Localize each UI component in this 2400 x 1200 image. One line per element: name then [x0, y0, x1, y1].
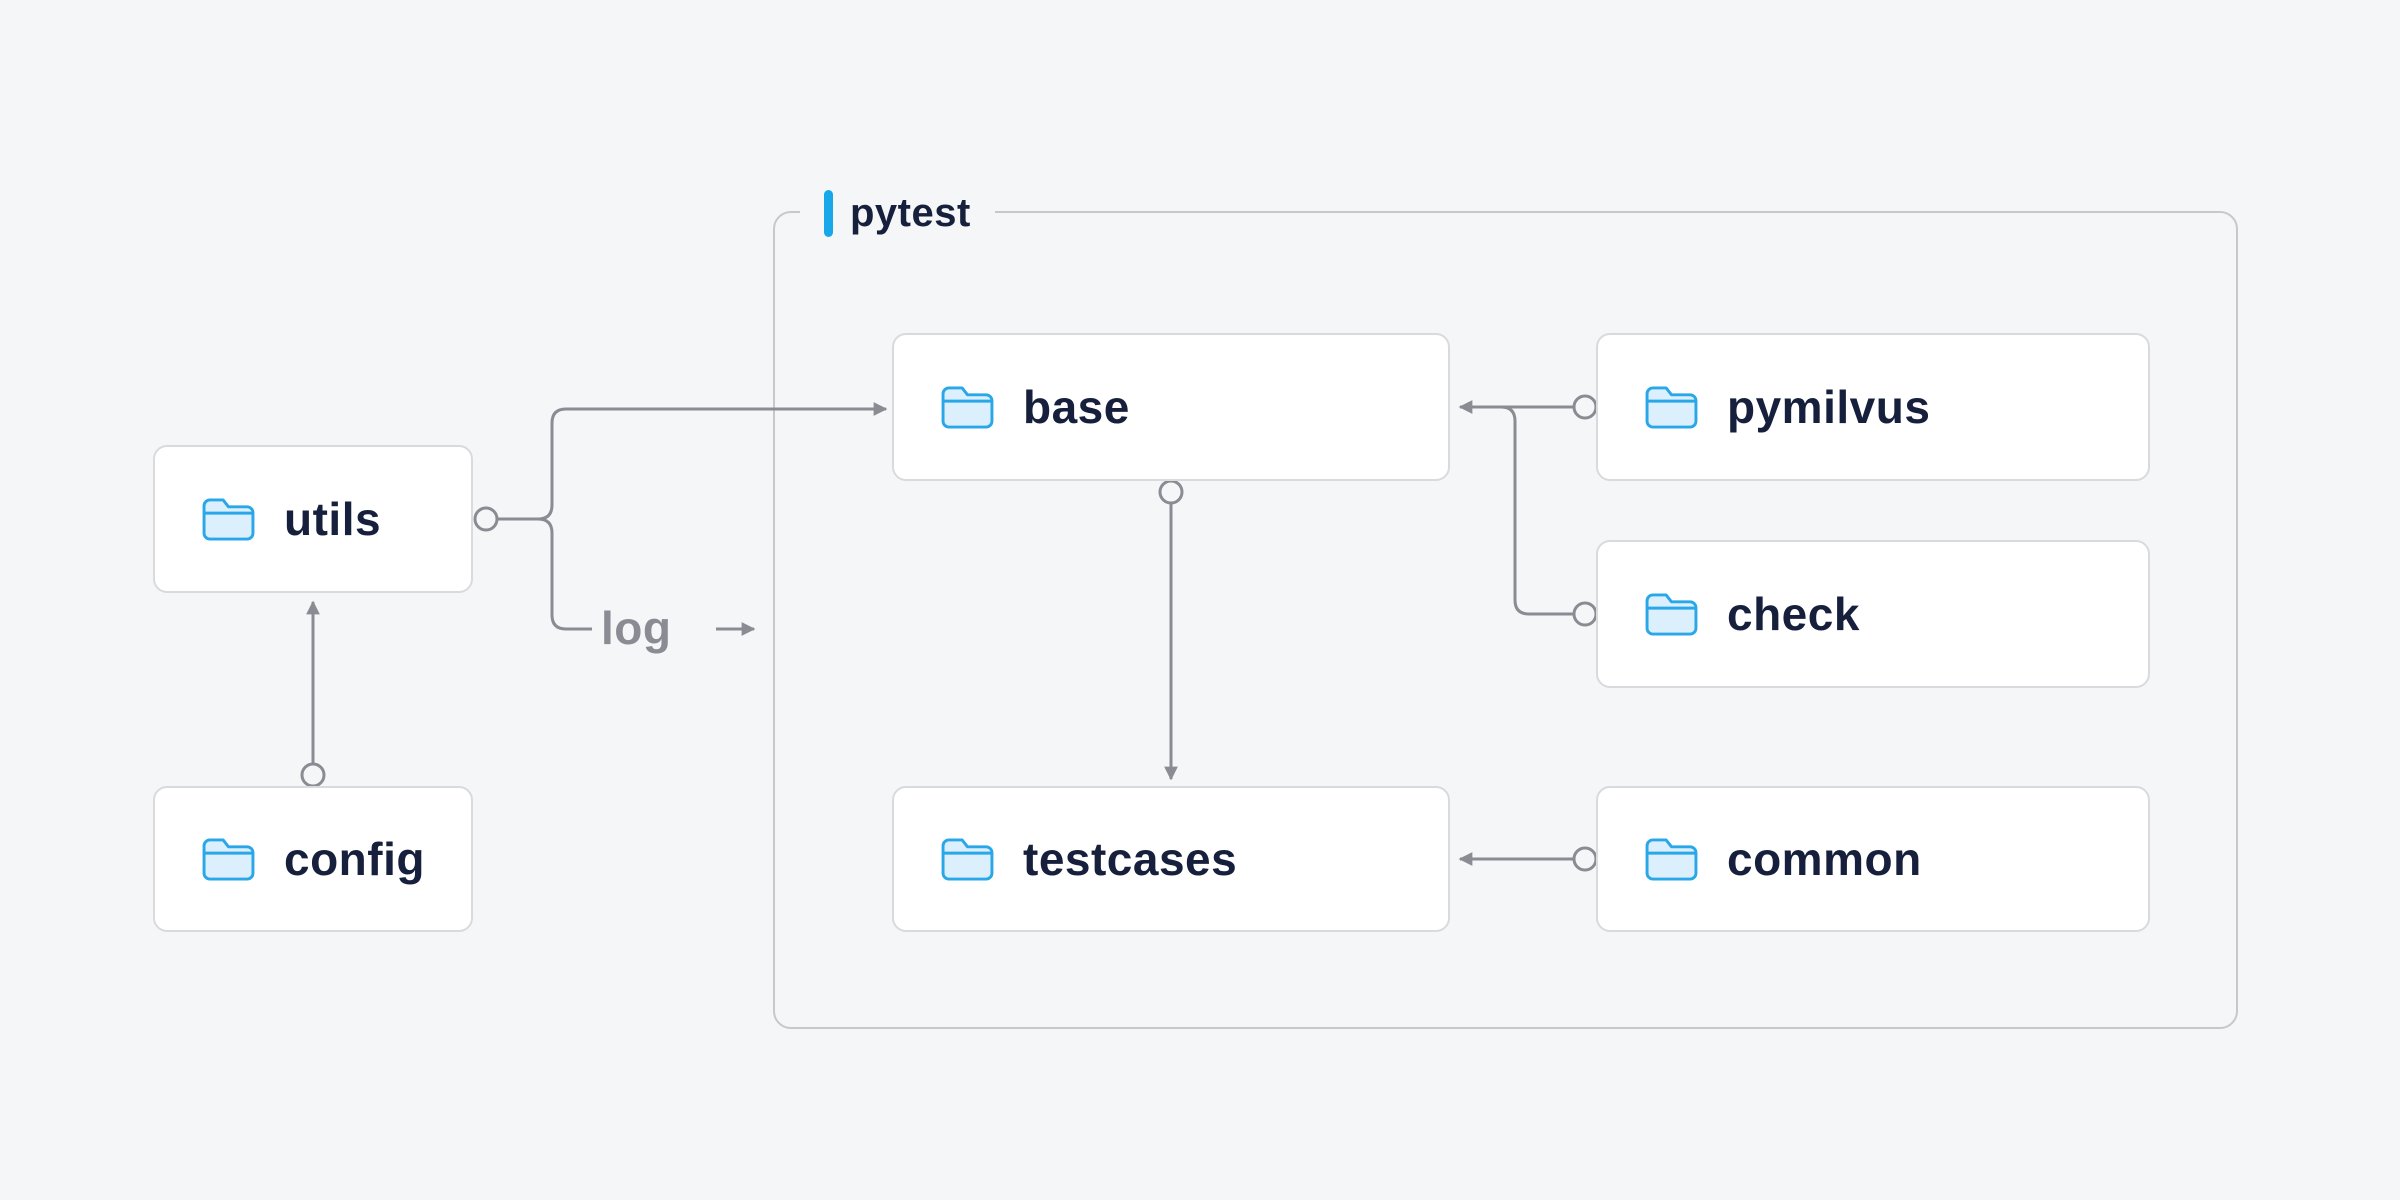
- node-label: base: [1023, 381, 1130, 433]
- node-label: check: [1727, 588, 1860, 640]
- node-testcases: testcases: [892, 786, 1450, 932]
- accent-bar: [824, 189, 833, 237]
- node-label: testcases: [1023, 833, 1238, 885]
- node-common: common: [1596, 786, 2150, 932]
- port-utils-right: [473, 506, 499, 532]
- pytest-group-border: [773, 211, 2238, 1029]
- port-common-left: [1572, 846, 1598, 872]
- node-config: config: [153, 786, 473, 932]
- folder-icon: [201, 497, 256, 542]
- node-check: check: [1596, 540, 2150, 688]
- folder-icon: [1644, 385, 1699, 430]
- port-base-bottom: [1158, 479, 1184, 505]
- folder-icon: [940, 385, 995, 430]
- port-check-left: [1572, 601, 1598, 627]
- pytest-group-label: pytest: [800, 184, 995, 242]
- node-utils: utils: [153, 445, 473, 593]
- edge-utils-base: [497, 402, 888, 521]
- folder-icon: [1644, 592, 1699, 637]
- node-label: utils: [284, 493, 382, 545]
- edge-utils-log: [497, 517, 592, 631]
- node-label: config: [284, 833, 425, 885]
- node-label: common: [1727, 833, 1922, 885]
- edge-label-log: log: [601, 602, 672, 654]
- node-base: base: [892, 333, 1450, 481]
- folder-icon: [201, 837, 256, 882]
- port-pymilvus-left: [1572, 394, 1598, 420]
- node-label: pymilvus: [1727, 381, 1931, 433]
- pytest-group-label-text: pytest: [850, 190, 971, 235]
- folder-icon: [1644, 837, 1699, 882]
- folder-icon: [940, 837, 995, 882]
- port-config-top: [300, 762, 326, 788]
- node-pymilvus: pymilvus: [1596, 333, 2150, 481]
- edge-check-join: [1500, 405, 1573, 616]
